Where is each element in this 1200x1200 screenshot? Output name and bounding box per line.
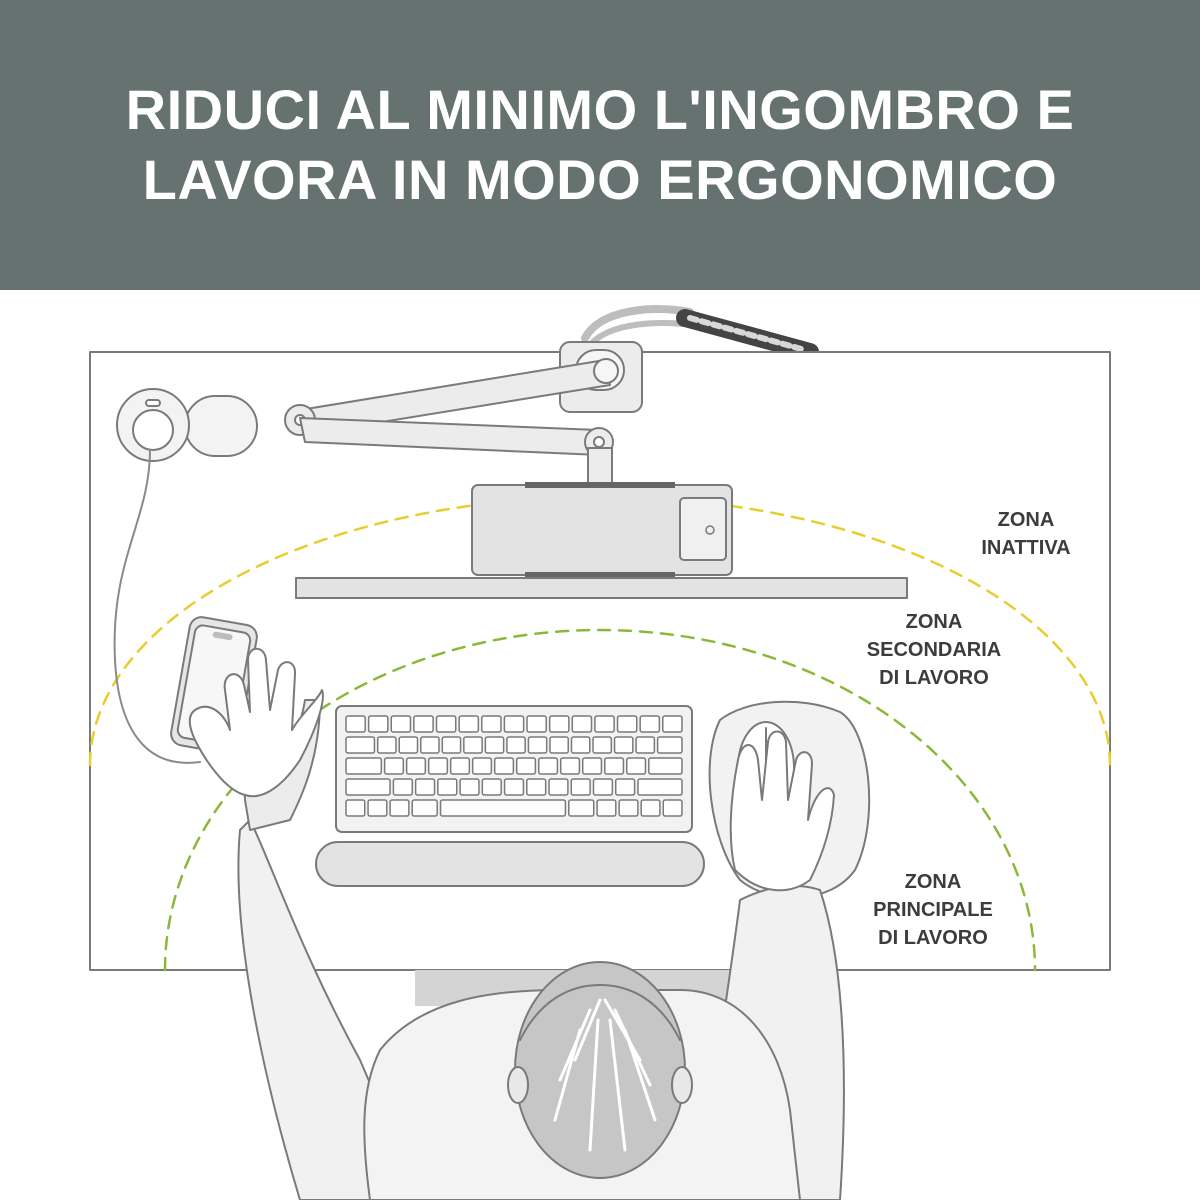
keyboard-key [616,715,638,733]
keyboard-key [548,778,569,796]
keyboard-key [413,715,434,733]
zone-primary-line-2: PRINCIPALE [873,899,993,921]
keyboard-key [656,736,683,754]
zone-primary-line-1: ZONA [904,871,962,893]
keyboard-key [635,736,656,754]
keyboard-key [463,736,483,754]
keyboard-key [570,778,591,796]
keyboard-key [626,757,647,775]
desk-illustration [88,305,1112,1200]
keyboard-key [559,757,581,775]
keyboard-key [548,715,570,733]
keyboard-key [458,715,480,733]
keyboard-key [411,799,438,817]
headline-line-2: LAVORA IN MODO ERGONOMICO [142,148,1058,211]
keyboard-key [526,715,547,733]
zone-inactive-line-2: INATTIVA [981,537,1071,559]
keyboard-key [515,757,537,775]
keyboard-wrist-rest [315,841,705,887]
keyboard-key [648,757,683,775]
cable-sleeve [581,305,819,361]
keyboard-key [592,778,614,796]
keyboard [335,705,693,833]
keyboard-key [439,799,567,817]
keyboard-key [527,736,548,754]
keyboard-key [449,757,471,775]
monitor-arm [284,341,643,487]
zone-secondary-line-2: SECONDARIA [866,639,1002,661]
keyboard-key [367,715,389,733]
keyboard-key [481,778,502,796]
keyboard-key [376,736,397,754]
keyboard-key [435,715,457,733]
keyboard-key [639,715,661,733]
keyboard-key [503,778,525,796]
keyboard-key [345,778,391,796]
keyboard-key [640,799,661,817]
docking-station [471,482,733,578]
keyboard-key [570,736,591,754]
person-top-view [188,647,845,1200]
keyboard-key [537,757,559,775]
keyboard-key [481,715,502,733]
keyboard-key [618,799,639,817]
keyboard-key [526,778,547,796]
keyboard-key [459,778,480,796]
keyboard-key [427,757,449,775]
keyboard-key [662,799,683,817]
keyboard-key [441,736,462,754]
keyboard-key [345,757,383,775]
keyboard-key [392,778,414,796]
keyboard-key [662,715,683,733]
headline-line-1: RIDUCI AL MINIMO L'INGOMBRO E [125,78,1075,141]
zone-primary-arc [163,628,1037,972]
keyboard-key [345,715,366,733]
zone-secondary-arc [88,495,1112,767]
keyboard-key [367,799,388,817]
keyboard-key [414,778,436,796]
keyboard-key [345,736,376,754]
zone-secondary-line-1: ZONA [905,611,963,633]
keyboard-key [506,736,526,754]
zone-secondary-line-3: DI LAVORO [879,667,989,689]
keyboard-key [596,799,617,817]
zone-inactive-line-1: ZONA [997,509,1055,531]
keyboard-key [493,757,515,775]
keyboard-key [592,736,613,754]
keyboard-key [383,757,405,775]
keyboard-key [484,736,505,754]
keyboard-key [603,757,625,775]
monitor-shelf [295,577,908,599]
zone-inactive-label: ZONA INATTIVA [926,506,1126,562]
keyboard-key [437,778,458,796]
keyboard-key [390,715,412,733]
phone-cable [113,449,201,764]
zone-secondary-label: ZONA SECONDARIA DI LAVORO [834,608,1034,692]
keyboard-key [594,715,615,733]
keyboard-key [581,757,603,775]
zone-primary-label: ZONA PRINCIPALE DI LAVORO [833,868,1033,952]
zone-primary-line-3: DI LAVORO [878,927,988,949]
keyboard-key [568,799,595,817]
power-icon [705,525,715,535]
head [514,961,686,1179]
keyboard-key [503,715,525,733]
keyboard-key [614,778,636,796]
keyboard-key [637,778,683,796]
keyboard-key [389,799,410,817]
keyboard-key [420,736,440,754]
keyboard-key [549,736,569,754]
keyboard-key [613,736,634,754]
keyboard-key [571,715,593,733]
keyboard-key [398,736,419,754]
keyboard-key [471,757,493,775]
keyboard-key [345,799,366,817]
webcam [116,388,258,462]
keyboard-key [405,757,427,775]
header-banner: RIDUCI AL MINIMO L'INGOMBRO E LAVORA IN … [0,0,1200,290]
